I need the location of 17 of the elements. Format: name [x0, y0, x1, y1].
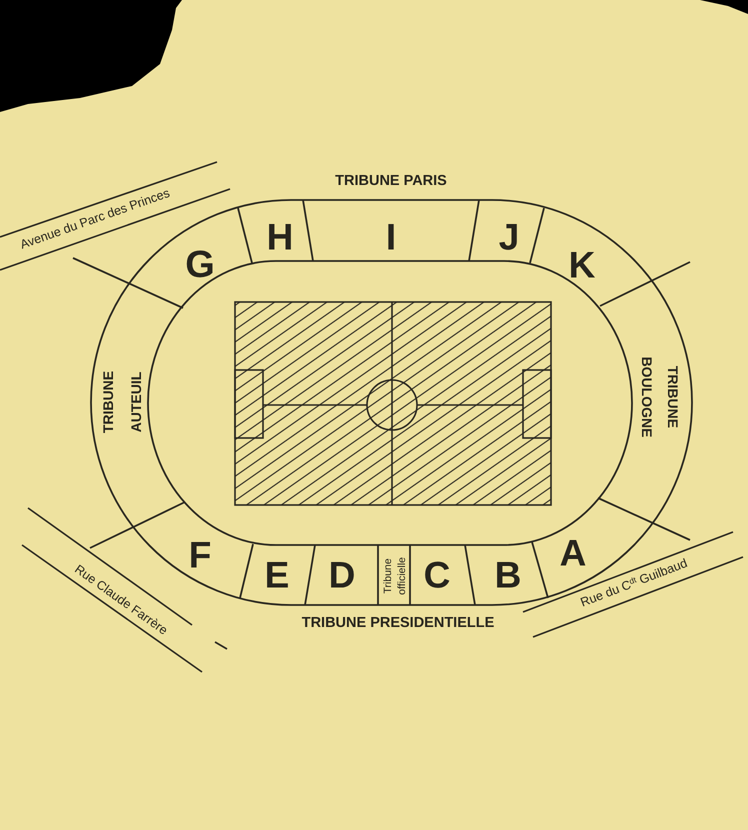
section-letter: K: [568, 246, 596, 284]
section-letter: E: [264, 556, 290, 594]
section-letter: J: [498, 218, 520, 256]
section-letter: H: [266, 218, 294, 256]
section-letter: B: [494, 556, 522, 594]
section-letter: I: [386, 218, 396, 256]
section-letter: D: [328, 556, 356, 594]
section-letter: G: [185, 246, 215, 284]
section-letter: A: [560, 534, 586, 572]
stand-name: Tribune officielle: [381, 557, 409, 595]
stand-name: TRIBUNE AUTEUIL: [99, 370, 145, 434]
section-letter: F: [188, 536, 212, 574]
stand-name: TRIBUNE PRESIDENTIELLE: [302, 616, 494, 630]
stand-name: TRIBUNE PARIS: [335, 174, 447, 188]
street-name: Avenue du Parc des Princes: [18, 186, 172, 252]
stand-name: TRIBUNE BOULOGNE: [638, 356, 682, 438]
section-letter: C: [424, 556, 450, 594]
